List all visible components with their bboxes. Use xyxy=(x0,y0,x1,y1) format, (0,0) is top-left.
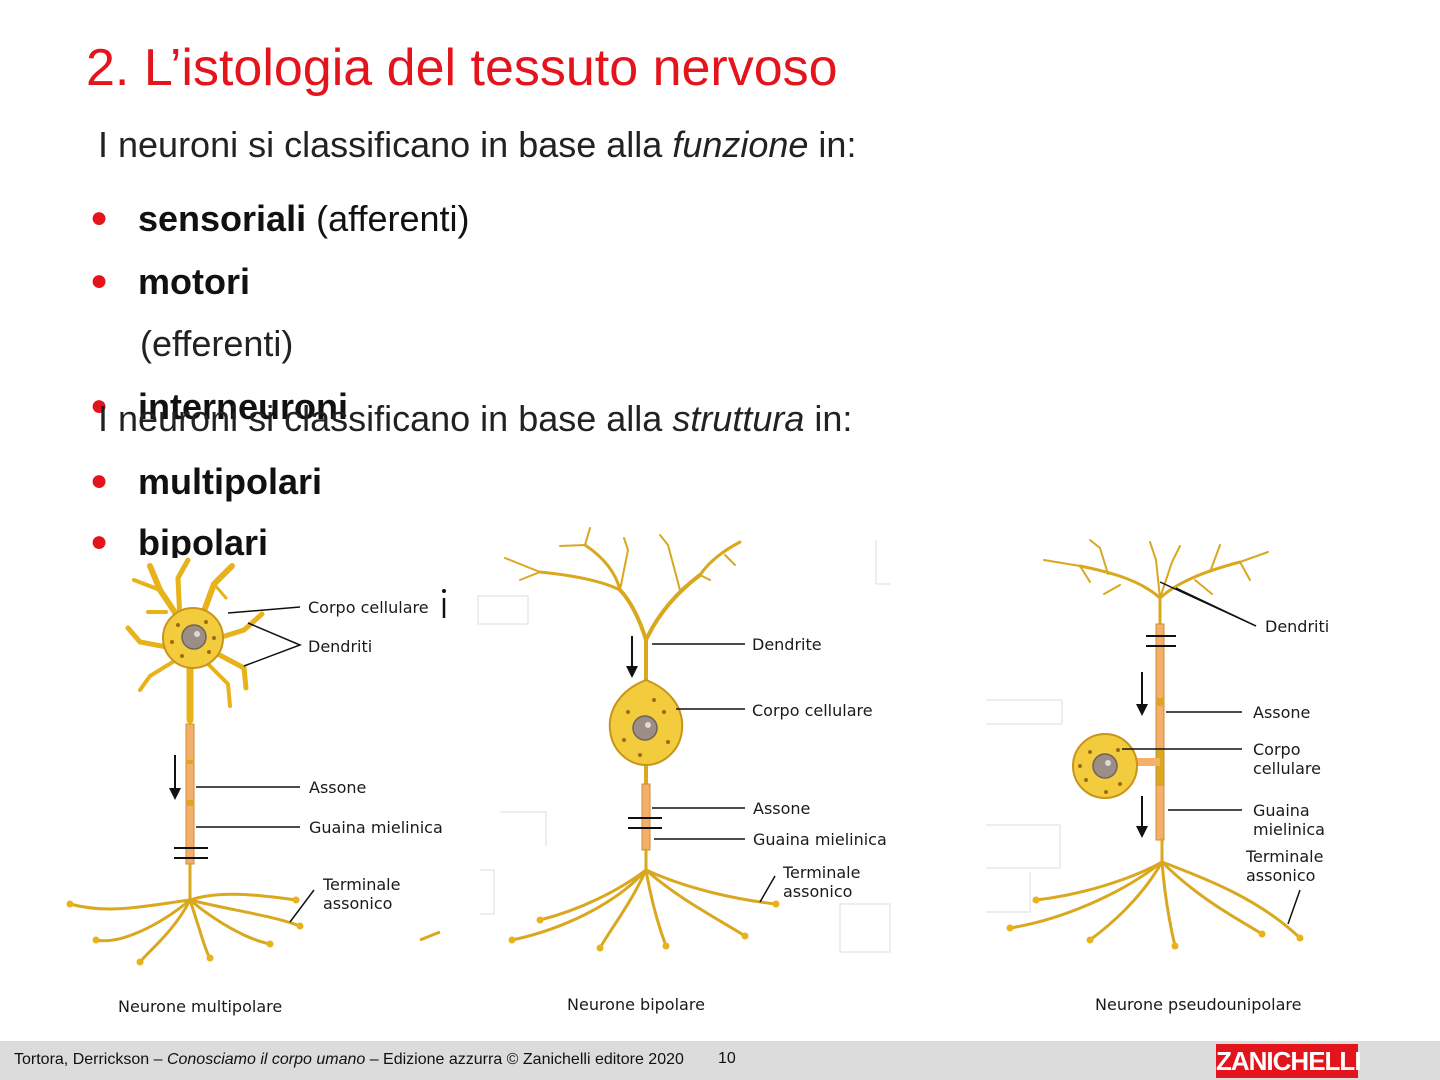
bullet-multipolari: ●multipolari xyxy=(90,461,323,502)
label-assonico: assonico xyxy=(783,882,852,901)
slide-title: 2. L’istologia del tessuto nervoso xyxy=(86,39,838,97)
intro-structure-text: I neuroni si classificano in base alla s… xyxy=(98,398,853,439)
bullet-sensoriali: ●sensoriali (afferenti) xyxy=(90,198,470,239)
label-assonico: assonico xyxy=(323,894,392,913)
bullet-interneuroni: ●interneuroni xyxy=(90,386,349,427)
motori-continuation: (efferenti) xyxy=(140,323,294,364)
bipolar-neuron: Dendrite Corpo cellulare Assone Guaina m… xyxy=(504,527,887,1014)
neuron-types-figure: Corpo cellulare Dendriti Assone Guaina m… xyxy=(66,527,1329,1016)
label-dendriti: Dendriti xyxy=(1265,617,1329,636)
label-corpo-cellulare: Corpo cellulare xyxy=(752,701,873,720)
label-mielinica: mielinica xyxy=(1253,820,1325,839)
bullet-dot-icon: ● xyxy=(90,389,109,422)
label-assone: Assone xyxy=(1253,703,1310,722)
label-guaina-mielinica: Guaina mielinica xyxy=(753,830,887,849)
footer-bar: Tortora, Derrickson – Conosciamo il corp… xyxy=(0,1041,1440,1080)
zanichelli-logo: ZANICHELLI xyxy=(1216,1044,1362,1078)
caption-pseudounipolare: Neurone pseudounipolare xyxy=(1095,995,1301,1014)
label-guaina: Guaina xyxy=(1253,801,1310,820)
label-dendriti: Dendriti xyxy=(308,637,372,656)
label-dendrite: Dendrite xyxy=(752,635,822,654)
bullet-motori: ●motori xyxy=(90,261,250,302)
caption-multipolare: Neurone multipolare xyxy=(118,997,282,1016)
bullet-dot-icon: ● xyxy=(90,201,109,234)
label-assone: Assone xyxy=(753,799,810,818)
multipolar-neuron: Corpo cellulare Dendriti Assone Guaina m… xyxy=(66,557,446,1016)
label-corpo: Corpo xyxy=(1253,740,1300,759)
footer-citation: Tortora, Derrickson – Conosciamo il corp… xyxy=(14,1051,684,1068)
bullet-bipolari: ●bipolari xyxy=(90,522,269,558)
bullet-dot-icon: ● xyxy=(90,464,109,497)
label-corpo-cellulare: Corpo cellulare xyxy=(308,598,429,617)
caption-bipolare: Neurone bipolare xyxy=(567,995,705,1014)
label-terminale: Terminale xyxy=(1245,847,1323,866)
label-terminale: Terminale xyxy=(322,875,400,894)
pseudounipolar-neuron: Dendriti Assone Corpo cellulare Guaina m… xyxy=(1006,539,1329,1014)
label-cellulare: cellulare xyxy=(1253,759,1321,778)
bullet-dot-icon: ● xyxy=(90,264,109,297)
label-assonico: assonico xyxy=(1246,866,1315,885)
intro-function-text: I neuroni si classificano in base alla f… xyxy=(98,124,857,165)
label-guaina-mielinica: Guaina mielinica xyxy=(309,818,443,837)
label-assone: Assone xyxy=(309,778,366,797)
figure-frame-marks xyxy=(477,540,1063,953)
page-number: 10 xyxy=(718,1050,736,1067)
label-terminale: Terminale xyxy=(782,863,860,882)
bullet-dot-icon: ● xyxy=(90,525,109,558)
